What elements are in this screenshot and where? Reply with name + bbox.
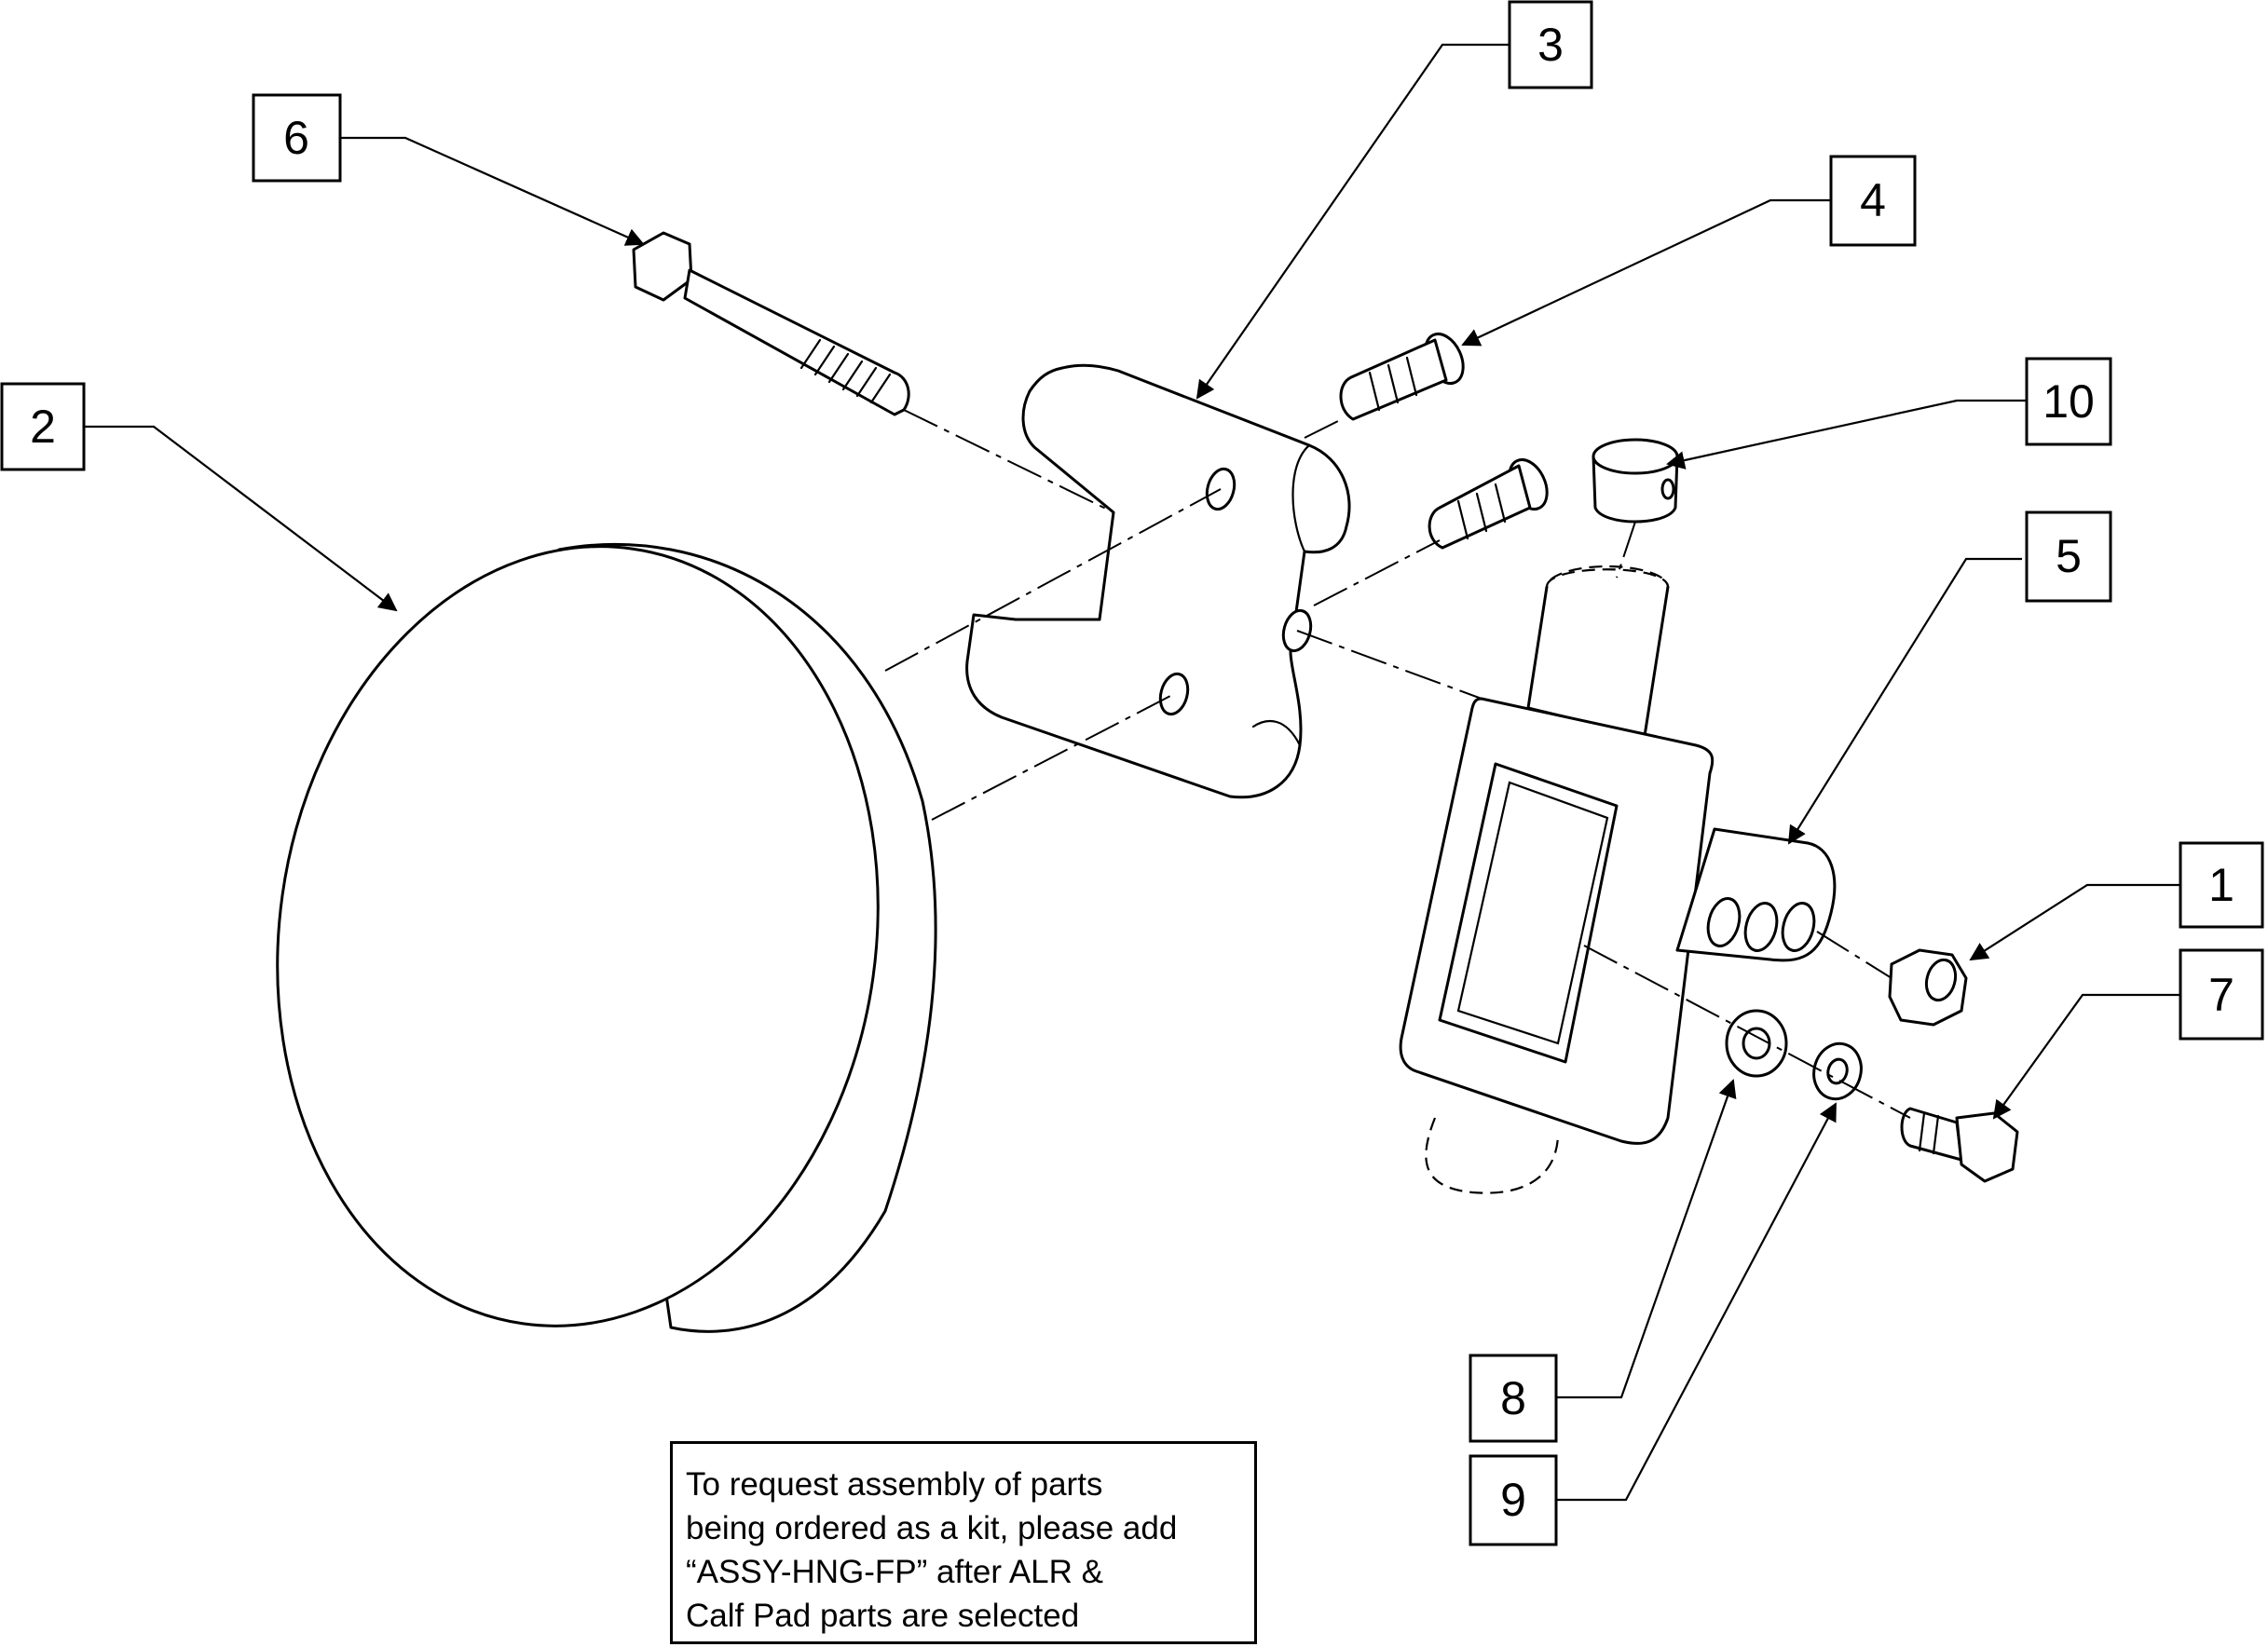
callout-8: 8 [1469, 1354, 1558, 1443]
callout-6: 6 [252, 93, 342, 183]
lock-nut-part [1888, 948, 1968, 1027]
callout-5: 5 [2025, 510, 2112, 603]
assembly-note: To request assembly of parts being order… [670, 1441, 1257, 1644]
callout-1-label: 1 [2208, 859, 2234, 911]
assembly-lines [884, 409, 1911, 1119]
spacer-part [1725, 1009, 1788, 1078]
callout-3-label: 3 [1537, 19, 1564, 71]
long-bolt-part [632, 231, 910, 416]
callout-6-label: 6 [283, 112, 309, 164]
callout-5-label: 5 [2056, 530, 2082, 582]
note-line-3: “ASSY-HNG-FP” after ALR & [686, 1554, 1103, 1590]
callout-9: 9 [1469, 1454, 1558, 1546]
calf-pad-part [276, 542, 937, 1333]
callout-4: 4 [1829, 155, 1917, 247]
callout-10: 10 [2025, 357, 2112, 446]
callout-7-label: 7 [2208, 969, 2234, 1021]
note-line-1: To request assembly of parts [686, 1466, 1103, 1503]
note-line-4: Calf Pad parts are selected [686, 1598, 1080, 1634]
hanger-plate-part [965, 363, 1351, 799]
screw-lower-part [1428, 458, 1549, 550]
callout-leaders [84, 43, 2180, 1502]
collar-part [1592, 438, 1679, 524]
callout-9-label: 9 [1500, 1474, 1526, 1526]
short-bolt-part [1900, 1107, 2019, 1183]
callout-8-label: 8 [1500, 1372, 1526, 1424]
callout-2: 2 [0, 382, 86, 471]
callout-10-label: 10 [2043, 375, 2095, 428]
callout-1: 1 [2179, 841, 2264, 929]
screw-upper-part [1339, 333, 1465, 421]
callout-3: 3 [1508, 0, 1593, 89]
washer-part [1812, 1041, 1863, 1101]
callout-2-label: 2 [30, 401, 56, 453]
callout-7: 7 [2179, 948, 2264, 1041]
hinge-bracket-part [1399, 565, 1837, 1194]
note-line-2: being ordered as a kit, please add [686, 1510, 1178, 1546]
callout-4-label: 4 [1860, 174, 1886, 226]
